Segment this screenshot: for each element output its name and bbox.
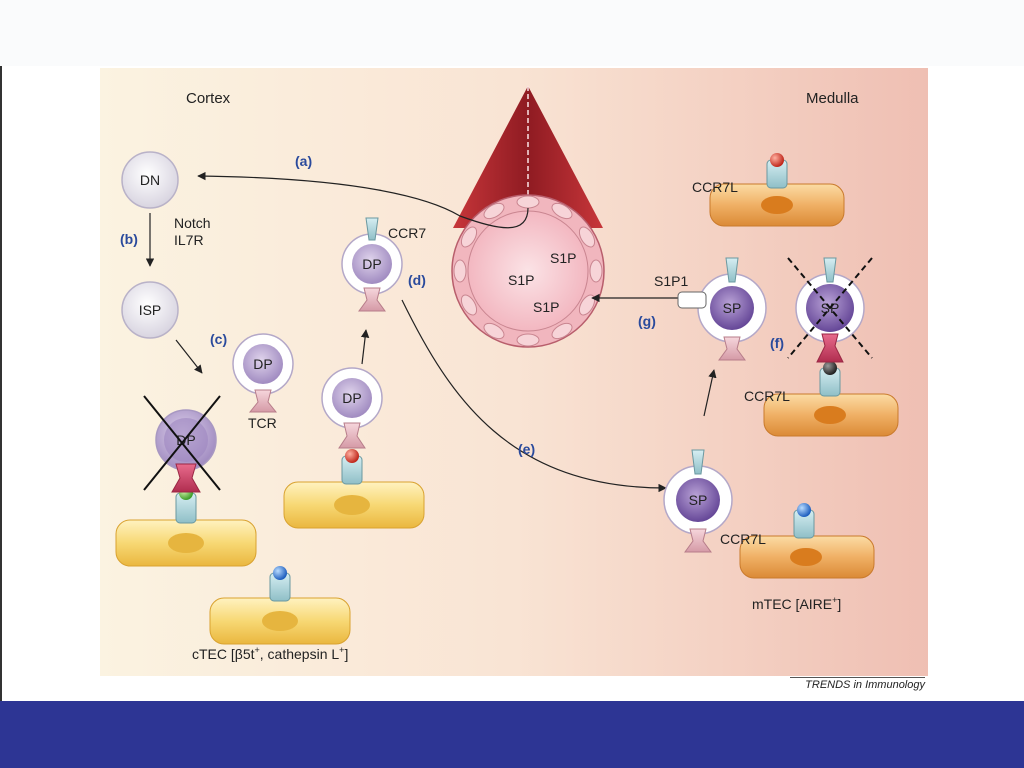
isp-cell-label: ISP — [139, 302, 162, 318]
ccr7l-label-top: CCR7L — [692, 179, 738, 195]
ctec-caption-plus-2: + — [339, 645, 344, 655]
dp-tcr-label: DP — [253, 356, 272, 372]
cortex-label: Cortex — [186, 90, 231, 107]
mhc-peptide-red-cortex — [341, 449, 363, 485]
sp-cell-deleted: SP — [787, 257, 873, 363]
ctec-cell-1 — [115, 519, 257, 567]
mtec-cell-middle — [763, 393, 899, 437]
arrow-sp-up — [703, 369, 717, 417]
dp-cell-deleted: DP — [143, 395, 221, 493]
arrow-c — [175, 339, 203, 374]
s1p-label-1: S1P — [550, 250, 576, 266]
dp-cell-selected: DP — [321, 367, 383, 449]
dp-ccr7-label: DP — [362, 256, 381, 272]
notch-label: Notch — [174, 215, 211, 231]
ccr7l-label-bottom: CCR7L — [720, 531, 766, 547]
mtec-cell-top — [709, 183, 845, 227]
sp-cell-exit: SP — [677, 257, 767, 361]
step-c-label: (c) — [210, 331, 227, 347]
mtec-caption-plus: + — [832, 595, 837, 605]
ctec-caption-suffix: ] — [344, 646, 348, 662]
ctec-caption-plus-1: + — [255, 645, 260, 655]
ctec-caption-beta: β5t — [235, 646, 255, 662]
step-d-label: (d) — [408, 272, 426, 288]
sp-cell-arriving: SP — [663, 449, 733, 553]
mtec-caption-prefix: mTEC [AIRE — [752, 596, 832, 612]
il7r-label: IL7R — [174, 232, 204, 248]
mtec-caption: mTEC [AIRE+] — [752, 595, 841, 612]
arrow-a-entry — [197, 171, 529, 229]
ccr7l-label-middle: CCR7L — [744, 388, 790, 404]
ccr7-label: CCR7 — [388, 225, 426, 241]
mtec-cell-bottom — [739, 535, 875, 579]
arrow-dp-up — [360, 329, 370, 365]
slide-left-rule — [0, 66, 2, 702]
slide-footer-band — [0, 701, 1024, 768]
ctec-cell-2 — [283, 481, 425, 529]
tcr-label: TCR — [248, 415, 277, 431]
ctec-caption-mid: , cathepsin L — [260, 646, 340, 662]
ctec-cell-3 — [209, 597, 351, 645]
sp-exit-label: SP — [723, 300, 742, 316]
step-g-label: (g) — [638, 313, 656, 329]
credit-rule — [790, 677, 925, 678]
thymus-migration-diagram: Cortex Medulla S1P S1P S1P — [100, 68, 928, 676]
isp-cell: ISP — [121, 281, 179, 339]
sp-arriving-label: SP — [689, 492, 708, 508]
ctec-caption: cTEC [β5t+, cathepsin L+] — [192, 645, 348, 662]
dn-cell-label: DN — [140, 172, 160, 188]
s1p-label-2: S1P — [508, 272, 534, 288]
dn-cell: DN — [121, 151, 179, 209]
dp-cell-ccr7: DP — [341, 217, 403, 312]
dp-selected-label: DP — [342, 390, 361, 406]
step-f-label: (f) — [770, 335, 784, 351]
ccr7l-top — [766, 153, 788, 189]
ccr7l-bottom — [793, 503, 815, 539]
slide-header-band — [0, 0, 1024, 66]
mtec-caption-suffix: ] — [837, 596, 841, 612]
ccr7l-middle — [819, 361, 841, 397]
medulla-label: Medulla — [806, 90, 859, 107]
dp-cell-tcr: DP — [232, 333, 294, 413]
mhc-peptide-blue-cortex — [269, 566, 291, 602]
step-a-label: (a) — [295, 153, 312, 169]
journal-credit: TRENDS in Immunology — [805, 679, 925, 691]
ctec-caption-prefix: cTEC [ — [192, 646, 235, 662]
arrow-e — [401, 299, 667, 493]
s1p-label-3: S1P — [533, 299, 559, 315]
step-b-label: (b) — [120, 231, 138, 247]
s1p1-label: S1P1 — [654, 273, 688, 289]
blood-vessel: S1P S1P S1P — [451, 86, 605, 348]
step-e-label: (e) — [518, 441, 535, 457]
